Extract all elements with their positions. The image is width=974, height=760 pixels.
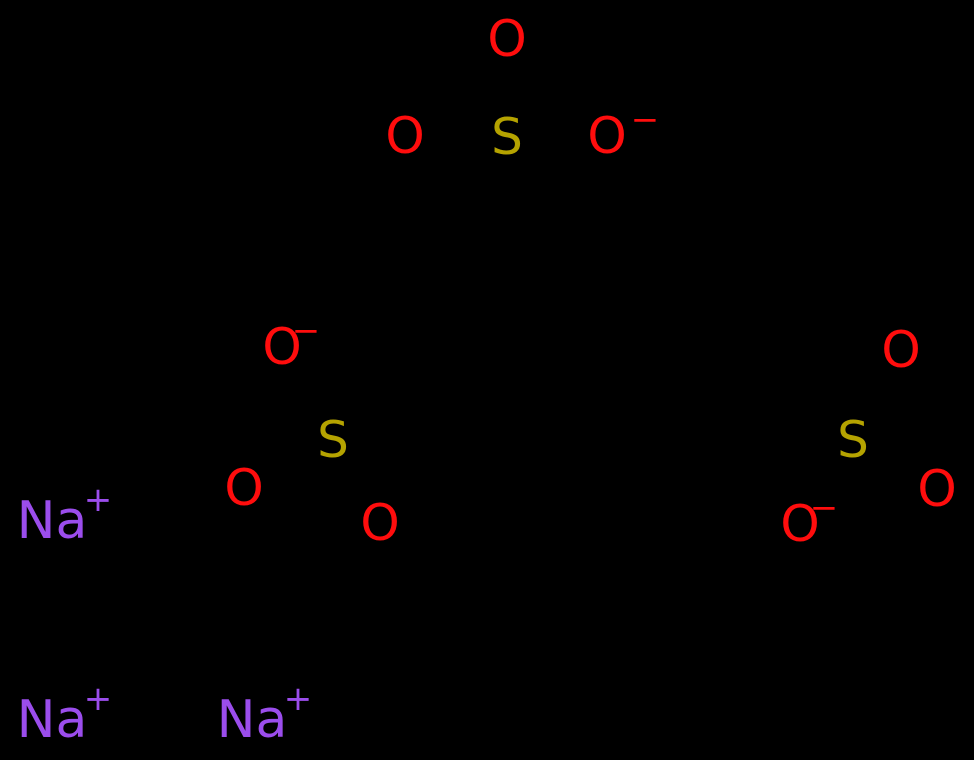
ring-bond-C1-C2 <box>418 254 509 309</box>
charge-positive-na3: + <box>283 679 313 719</box>
atom-label-o7: O <box>881 321 921 379</box>
ring-bond-C8-C8a <box>592 254 683 309</box>
atom-label-o5: O <box>224 459 264 517</box>
atom-label-s1: S <box>491 108 523 166</box>
charge-negative-o4: − <box>291 311 321 351</box>
atom-label-na2: Na <box>16 690 88 750</box>
bond-S2-O4 <box>291 373 319 419</box>
charge-positive-na2: + <box>83 679 113 719</box>
ring-bond-C7-C8-inner <box>695 256 760 297</box>
atom-label-s3: S <box>837 411 869 469</box>
bond-S3-O8 <box>872 458 912 483</box>
atom-label-o3: O <box>587 107 627 165</box>
bond-S3-O9 <box>810 462 838 499</box>
ring-bond-C5-C6-inner <box>695 418 760 458</box>
atom-label-o9: O <box>780 495 820 553</box>
atom-label-o8: O <box>917 460 957 518</box>
bond-S3-O8 <box>877 449 917 474</box>
bond-S2-O5 <box>264 456 313 476</box>
ring-bond-C1-C2-inner <box>428 256 493 297</box>
ring-bond-C3-C4 <box>418 406 509 460</box>
charge-negative-o9: − <box>809 488 839 528</box>
bond-S2-O6 <box>353 459 379 497</box>
bond-S3-O7 <box>862 374 889 417</box>
atom-label-o1: O <box>487 10 527 68</box>
ring-bond-C4a-C5 <box>592 406 683 460</box>
ring-bond-C5-C6 <box>679 406 770 460</box>
atom-label-na3: Na <box>216 690 288 750</box>
ring-bond-C8a-C1 <box>505 254 596 309</box>
atom-label-s2: S <box>317 411 349 469</box>
atom-label-na1: Na <box>16 491 88 551</box>
charge-negative-o3: − <box>630 100 660 140</box>
ring-bond-C7-C8 <box>679 254 770 309</box>
ring-bond-C4-C4a <box>505 406 596 460</box>
bond-S3-O7 <box>871 379 898 422</box>
atom-label-o4: O <box>262 318 302 376</box>
atom-label-o2: O <box>385 107 425 165</box>
bond-S2-O5 <box>267 465 316 485</box>
atom-label-o6: O <box>360 494 400 552</box>
bond-S2-O6 <box>344 464 370 502</box>
charge-positive-na1: + <box>83 480 113 520</box>
ring-bond-C3-C4-inner <box>428 418 493 458</box>
